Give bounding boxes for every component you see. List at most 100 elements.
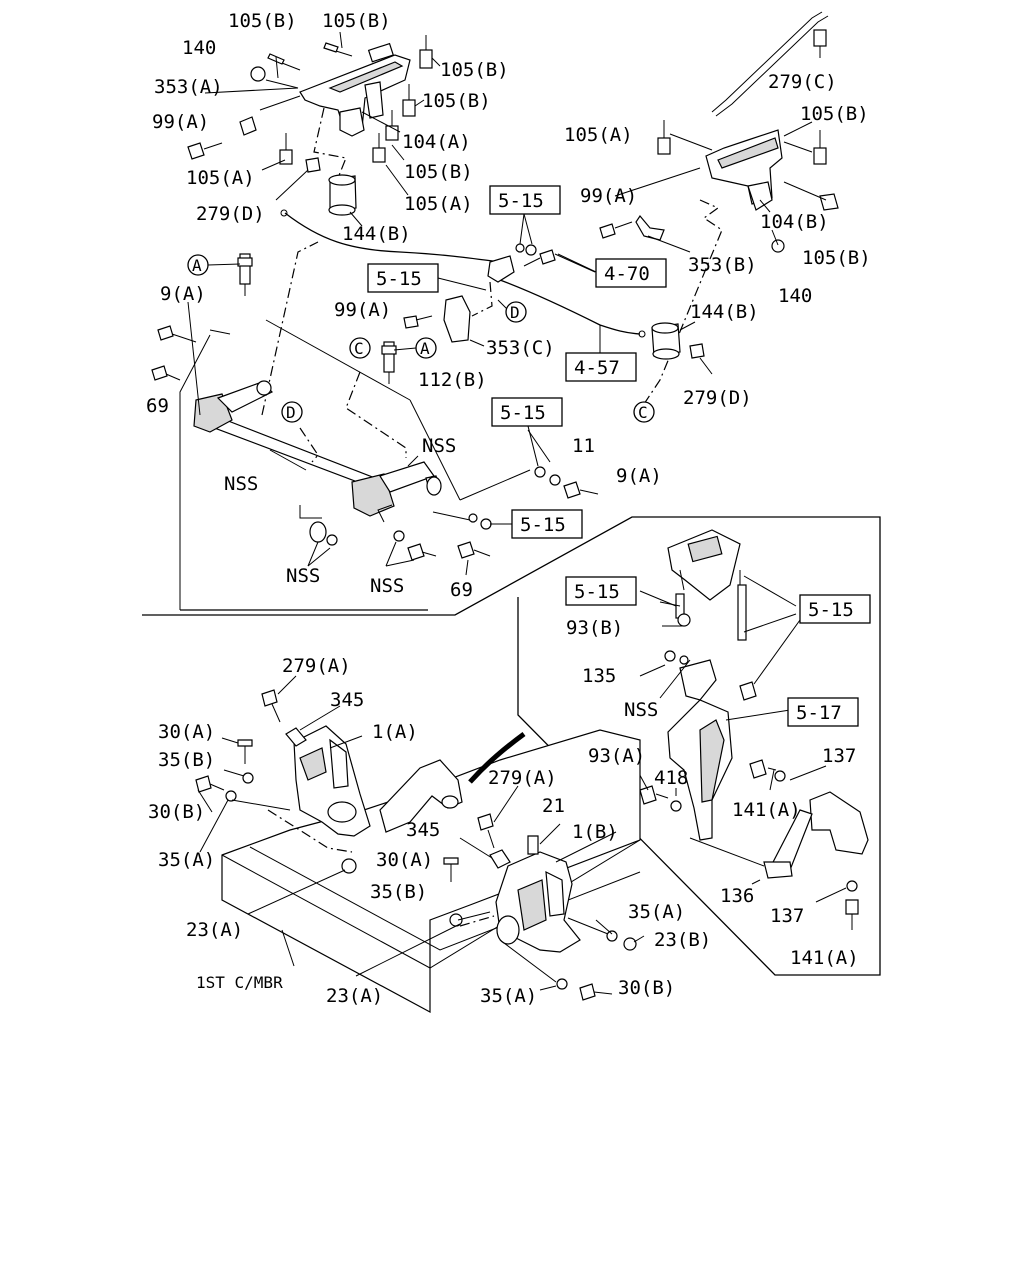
label-279a: 279(A) (282, 655, 351, 677)
part-labels: 105(B) 105(B) 140 105(B) 353(A) 105(B) 9… (146, 10, 871, 1007)
label-105b: 105(B) (802, 247, 871, 269)
label-345: 345 (406, 819, 440, 841)
lower-left-mount-assembly (195, 675, 645, 1014)
svg-text:A: A (192, 256, 202, 275)
circled-callouts: A A C C D D (187, 254, 655, 423)
label-crossmember: 1ST C/MBR (196, 973, 283, 992)
middle-linkage-assembly (151, 243, 599, 576)
upper-left-bracket-assembly (187, 31, 441, 416)
callout-d: D (505, 301, 527, 323)
label-279d: 279(D) (683, 387, 752, 409)
ref-box-5-15: 5-15 (799, 594, 871, 624)
label-30b: 30(B) (148, 801, 205, 823)
label-353b: 353(B) (688, 254, 757, 276)
label-137: 137 (822, 745, 856, 767)
label-69: 69 (450, 579, 473, 601)
reference-boxes: 5-15 5-15 4-70 4-57 5-15 5-15 5-15 5-15 … (367, 185, 871, 727)
label-418: 418 (654, 767, 688, 789)
ref-box-5-15: 5-15 (565, 576, 637, 606)
label-nss: NSS (370, 575, 404, 597)
label-30a: 30(A) (158, 721, 215, 743)
label-105b: 105(B) (404, 161, 473, 183)
callout-c: C (633, 401, 655, 423)
label-11: 11 (572, 435, 595, 457)
label-135: 135 (582, 665, 616, 687)
label-99a: 99(A) (580, 185, 637, 207)
label-99a: 99(A) (152, 111, 209, 133)
ref-label: 4-57 (574, 357, 620, 379)
label-99a: 99(A) (334, 299, 391, 321)
label-141a: 141(A) (790, 947, 859, 969)
upper-right-bracket-assembly (599, 11, 839, 411)
label-279d: 279(D) (196, 203, 265, 225)
label-105a: 105(A) (404, 193, 473, 215)
svg-text:C: C (638, 403, 648, 422)
callout-d: D (281, 401, 303, 423)
label-136: 136 (720, 885, 754, 907)
label-30a: 30(A) (376, 849, 433, 871)
label-nss: NSS (624, 699, 658, 721)
label-105a: 105(A) (186, 167, 255, 189)
ref-box-5-15: 5-15 (367, 263, 439, 293)
ref-box-5-17: 5-17 (787, 697, 859, 727)
label-1b: 1(B) (572, 821, 618, 843)
callout-a: A (415, 337, 437, 359)
label-93a: 93(A) (588, 745, 645, 767)
label-9a: 9(A) (616, 465, 662, 487)
label-93b: 93(B) (566, 617, 623, 639)
ref-box-5-15: 5-15 (511, 509, 583, 539)
ref-label: 5-15 (500, 402, 546, 424)
label-nss: NSS (224, 473, 258, 495)
label-353a: 353(A) (154, 76, 223, 98)
ref-label: 5-15 (376, 268, 422, 290)
ref-box-4-70: 4-70 (595, 258, 667, 288)
ref-box-4-57: 4-57 (565, 352, 637, 382)
label-144b: 144(B) (690, 301, 759, 323)
label-35b: 35(B) (370, 881, 427, 903)
label-30b: 30(B) (618, 977, 675, 999)
label-112b: 112(B) (418, 369, 487, 391)
label-105b: 105(B) (440, 59, 509, 81)
label-279c: 279(C) (768, 71, 837, 93)
label-105b: 105(B) (422, 90, 491, 112)
ref-box-5-15: 5-15 (489, 185, 561, 215)
label-23a: 23(A) (186, 919, 243, 941)
callout-a: A (187, 254, 209, 276)
svg-text:C: C (354, 339, 364, 358)
ref-label: 5-15 (808, 599, 854, 621)
label-104b: 104(B) (760, 211, 829, 233)
label-23a: 23(A) (326, 985, 383, 1007)
label-105a: 105(A) (564, 124, 633, 146)
ref-label: 5-15 (498, 190, 544, 212)
label-345: 345 (330, 689, 364, 711)
lower-right-lever-assembly (635, 529, 869, 930)
label-105b: 105(B) (800, 103, 869, 125)
ref-label: 4-70 (604, 263, 650, 285)
label-140: 140 (182, 37, 216, 59)
label-1a: 1(A) (372, 721, 418, 743)
label-137: 137 (770, 905, 804, 927)
label-144b: 144(B) (342, 223, 411, 245)
label-140: 140 (778, 285, 812, 307)
ref-label: 5-17 (796, 702, 842, 724)
svg-text:D: D (510, 303, 520, 322)
label-279a: 279(A) (488, 767, 557, 789)
ref-label: 5-15 (520, 514, 566, 536)
label-141a: 141(A) (732, 799, 801, 821)
ref-box-5-15: 5-15 (491, 397, 563, 427)
label-23b: 23(B) (654, 929, 711, 951)
label-nss: NSS (286, 565, 320, 587)
ref-label: 5-15 (574, 581, 620, 603)
label-35a: 35(A) (158, 849, 215, 871)
label-nss: NSS (422, 435, 456, 457)
label-105b: 105(B) (228, 10, 297, 32)
label-35a: 35(A) (480, 985, 537, 1007)
label-353c: 353(C) (486, 337, 555, 359)
label-104a: 104(A) (402, 131, 471, 153)
label-21: 21 (542, 795, 565, 817)
svg-text:A: A (420, 339, 430, 358)
shift-cables (280, 209, 646, 338)
label-35b: 35(B) (158, 749, 215, 771)
label-105b: 105(B) (322, 10, 391, 32)
